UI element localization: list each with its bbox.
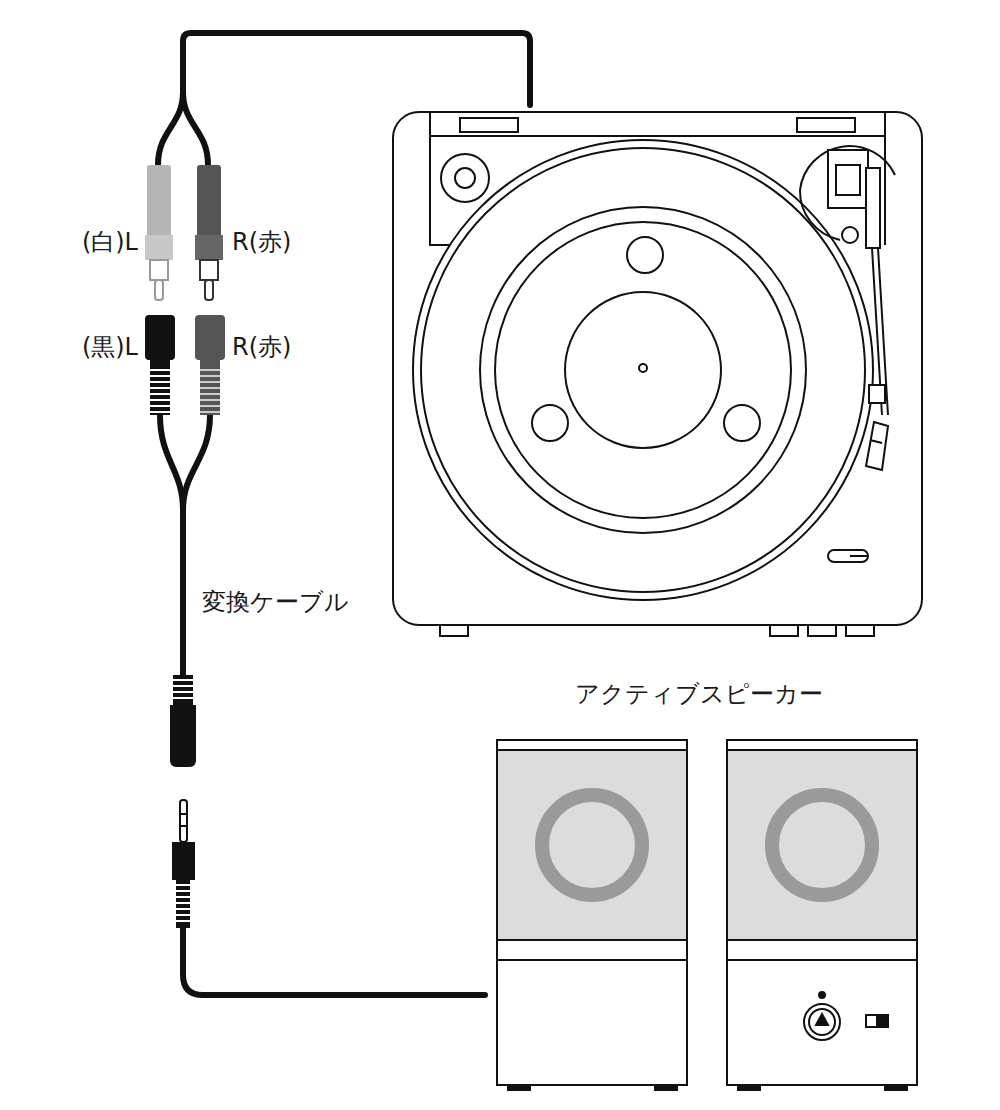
grip-ridge [150, 387, 170, 389]
grip-ridge [200, 375, 220, 377]
grip-ridges [150, 370, 220, 921]
grip-ridge [150, 399, 170, 401]
grip-ridge [200, 387, 220, 389]
grip-ridge [176, 902, 190, 904]
speaker-label: アクティブスピーカー [573, 680, 825, 709]
grip-ridge [150, 375, 170, 377]
plug-label: R(赤) [230, 228, 293, 257]
grip-ridge [150, 393, 170, 395]
grip-ridge [176, 920, 190, 922]
grip-ridge [200, 405, 220, 407]
plug-label: R(赤) [230, 333, 293, 362]
grip-ridge [173, 691, 193, 693]
grip-ridge [200, 399, 220, 401]
plug-label: (黒)L [80, 333, 140, 362]
rca-socket-red [195, 315, 225, 415]
cable-label: 変換ケーブル [200, 588, 351, 617]
grip-ridge [150, 369, 170, 371]
grip-ridge [150, 381, 170, 383]
active-speakers [497, 740, 917, 1090]
mini-jack-female [170, 675, 196, 767]
grip-ridge [176, 896, 190, 898]
grip-ridge [200, 393, 220, 395]
grip-ridge [176, 914, 190, 916]
grip-ridge [173, 697, 193, 699]
rca-plug-red [195, 165, 223, 300]
grip-ridge [200, 369, 220, 371]
plug-label: (白)L [80, 228, 140, 257]
grip-ridge [173, 679, 193, 681]
rca-socket-black [145, 315, 175, 415]
grip-ridge [200, 411, 220, 413]
grip-ridge [176, 908, 190, 910]
grip-ridge [176, 884, 190, 886]
grip-ridge [176, 890, 190, 892]
turntable [393, 112, 922, 636]
mini-jack-plug [172, 800, 195, 928]
grip-ridge [200, 381, 220, 383]
grip-ridge [150, 411, 170, 413]
rca-plug-white [145, 165, 173, 300]
grip-ridge [173, 685, 193, 687]
grip-ridge [150, 405, 170, 407]
